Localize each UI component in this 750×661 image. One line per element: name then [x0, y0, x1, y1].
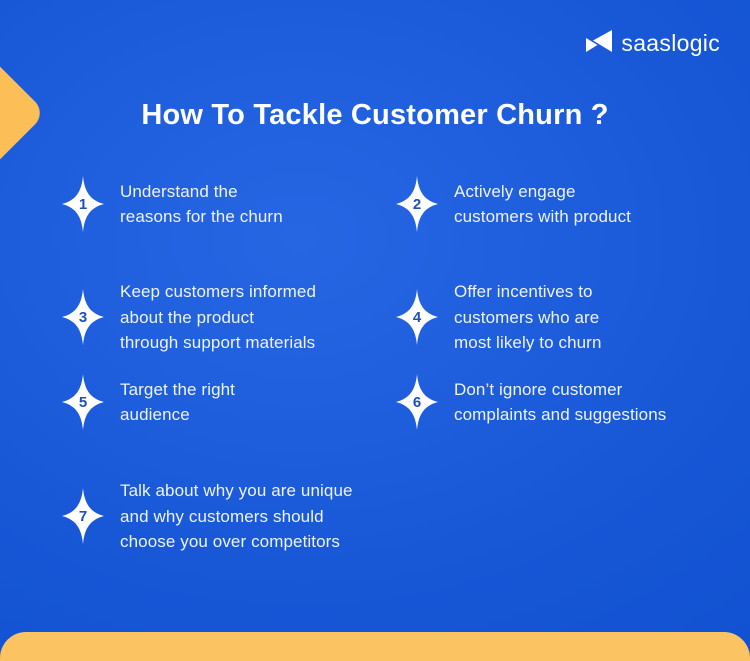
item-text: Don’t ignore customer complaints and sug…	[454, 379, 667, 425]
page-title: How To Tackle Customer Churn ?	[141, 99, 609, 131]
item-text: Offer incentives to customers who are mo…	[454, 282, 602, 352]
item-number: 1	[78, 195, 88, 213]
item-number: 2	[412, 195, 422, 213]
sparkle-icon: 6	[396, 374, 438, 430]
saaslogic-logo: saaslogic	[586, 29, 720, 58]
sparkle-icon: 2	[396, 176, 438, 232]
churn-item-5: 5 Target the right audience	[62, 374, 235, 430]
sparkle-icon: 1	[62, 176, 104, 232]
item-number: 3	[78, 308, 88, 326]
churn-item-2: 2 Actively engage customers with product	[396, 176, 631, 232]
churn-item-3: 3 Keep customers informed about the prod…	[62, 279, 316, 356]
item-text: Keep customers informed about the produc…	[120, 282, 316, 352]
saaslogic-mark-icon	[586, 29, 613, 58]
item-text: Actively engage customers with product	[454, 181, 631, 227]
churn-item-6: 6 Don’t ignore customer complaints and s…	[396, 374, 666, 430]
item-number: 4	[412, 308, 422, 326]
churn-item-7: 7 Talk about why you are unique and why …	[62, 478, 353, 555]
item-number: 5	[78, 393, 88, 411]
churn-item-1: 1 Understand the reasons for the churn	[62, 176, 283, 232]
sparkle-icon: 7	[62, 488, 104, 545]
bottom-bar-accent	[0, 632, 750, 661]
logo-text: saaslogic	[621, 30, 720, 56]
item-text: Target the right audience	[120, 379, 235, 425]
item-text: Understand the reasons for the churn	[120, 181, 283, 227]
item-number: 6	[412, 393, 422, 411]
churn-item-4: 4 Offer incentives to customers who are …	[396, 279, 602, 356]
sparkle-icon: 4	[396, 289, 438, 346]
item-text: Talk about why you are unique and why cu…	[120, 481, 353, 551]
sparkle-icon: 5	[62, 374, 104, 430]
item-number: 7	[78, 507, 88, 525]
sparkle-icon: 3	[62, 289, 104, 346]
